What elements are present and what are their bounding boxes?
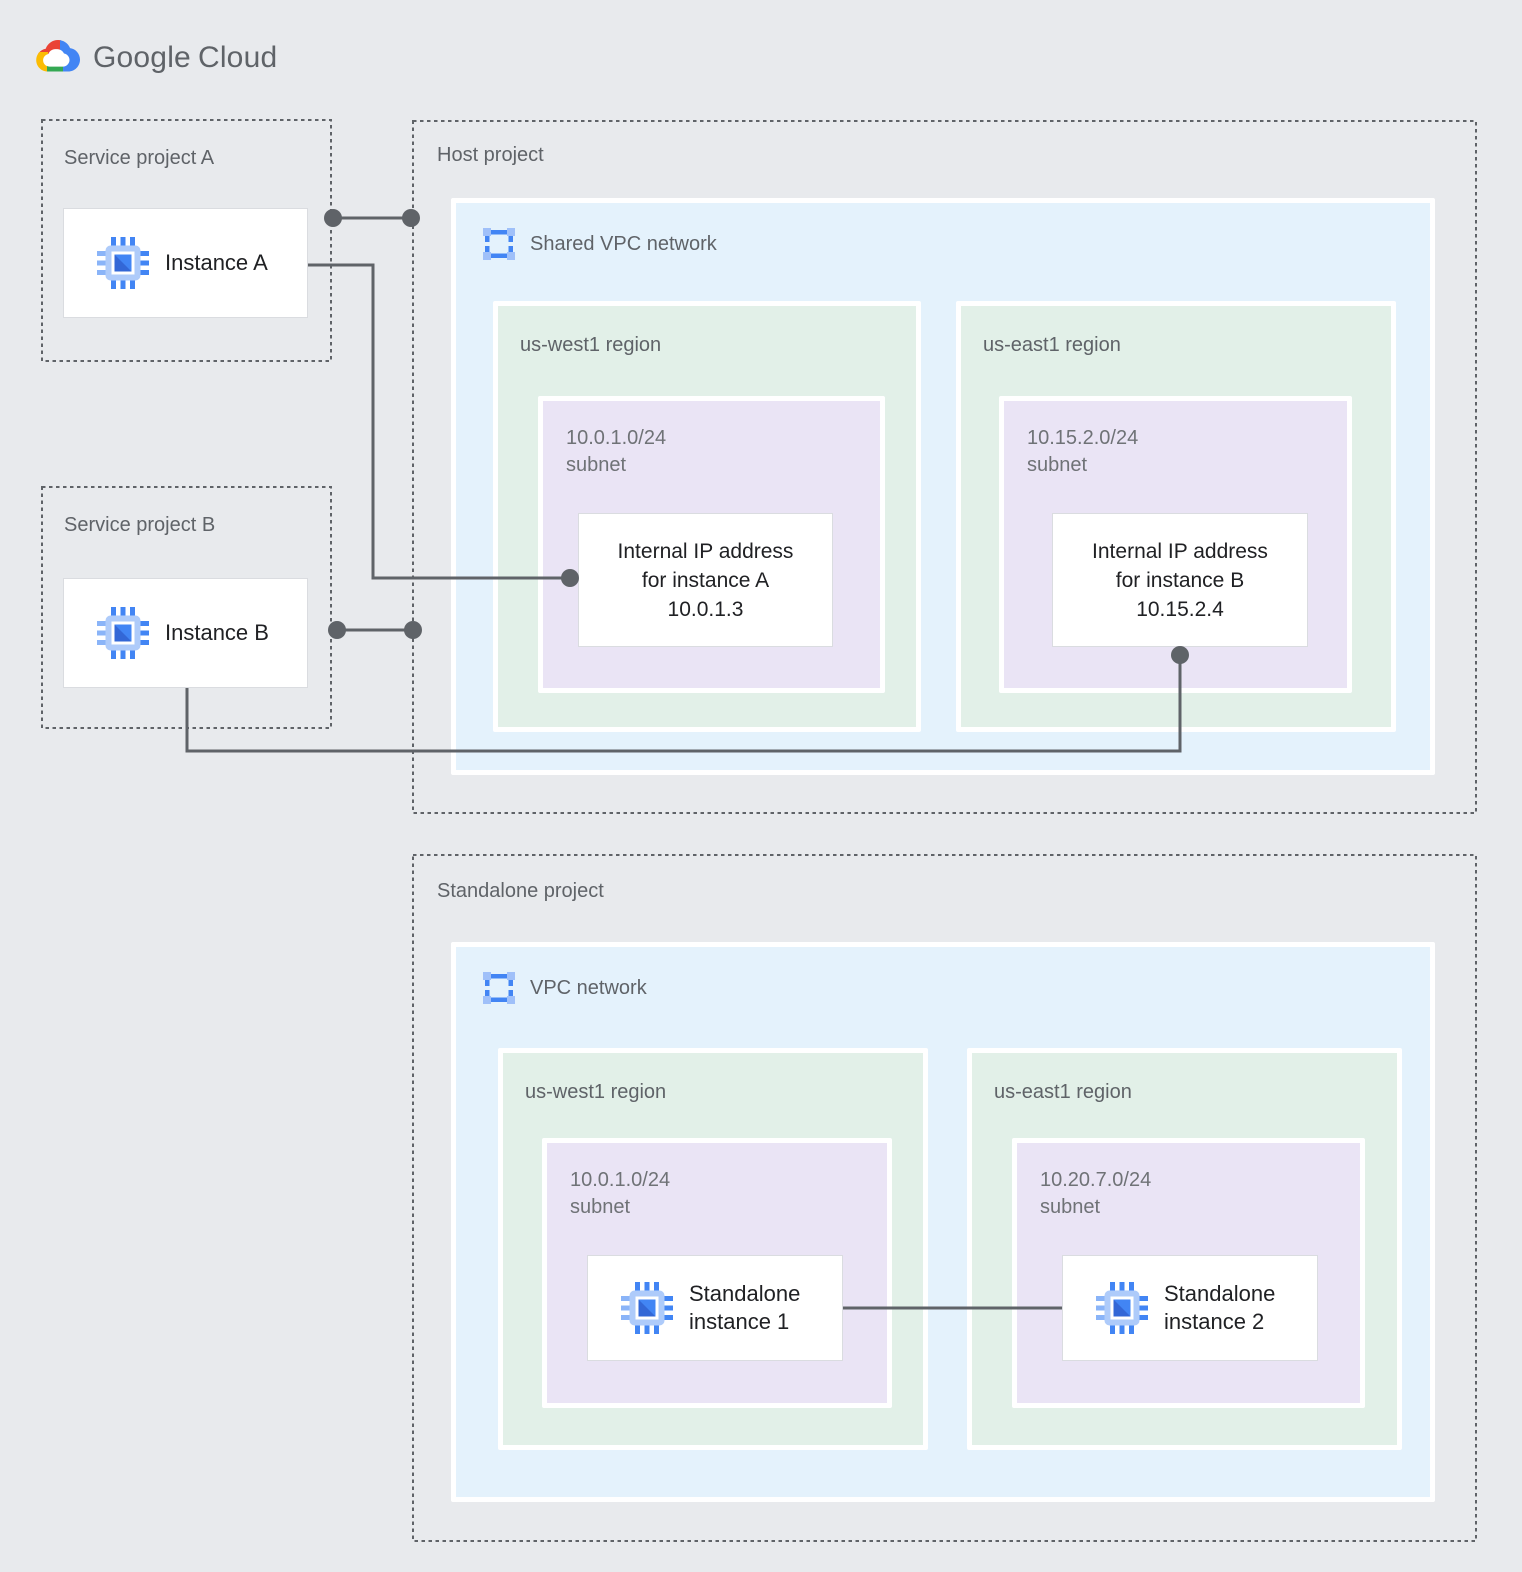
standalone-west-subnet-cidr: 10.0.1.0/24 [570, 1169, 671, 1191]
compute-instance-icon [97, 607, 149, 659]
internal-ip-instance-a-box: Internal IP address for instance A 10.0.… [578, 513, 833, 647]
host-west-subnet-cidr: 10.0.1.0/24 [566, 427, 667, 449]
standalone-east-subnet-label: 10.20.7.0/24 subnet [1040, 1167, 1151, 1221]
standalone-west-subnet-label: 10.0.1.0/24 subnet [570, 1167, 670, 1221]
ip-a-line-2: for instance A [641, 568, 770, 592]
host-east-subnet-label: 10.15.2.0/24 subnet [1027, 425, 1138, 479]
instance-a-label: Instance A [165, 250, 268, 275]
ip-a-line-3: 10.0.1.3 [667, 597, 744, 621]
compute-instance-icon [97, 237, 149, 289]
standalone-instance-2-label: Standalone instance 2 [1164, 1280, 1275, 1336]
service-project-a-label: Service project A [64, 147, 215, 169]
standalone-instance-1-line-2: instance 1 [689, 1309, 790, 1334]
logo-brand: Google [93, 41, 191, 74]
standalone-east-subnet-cidr: 10.20.7.0/24 [1040, 1169, 1152, 1191]
standalone-us-west1-region-label: us-west1 region [525, 1081, 667, 1103]
host-east-subnet-word: subnet [1027, 454, 1088, 476]
instance-a-box: Instance A [63, 208, 308, 318]
host-west-subnet-label: 10.0.1.0/24 subnet [566, 425, 666, 479]
standalone-instance-1-label: Standalone instance 1 [689, 1280, 800, 1336]
shared-vpc-network-header: Shared VPC network [481, 226, 717, 262]
host-us-west1-region-label: us-west1 region [520, 334, 662, 356]
standalone-west-subnet-word: subnet [570, 1196, 631, 1218]
vpc-network-icon [483, 228, 515, 260]
host-project-label: Host project [437, 144, 544, 166]
standalone-vpc-network-label: VPC network [530, 976, 647, 999]
connector-dot [328, 621, 346, 639]
compute-instance-icon [621, 1282, 673, 1334]
standalone-east-subnet-word: subnet [1040, 1196, 1101, 1218]
service-project-b-label: Service project B [64, 514, 216, 536]
ip-b-line-3: 10.15.2.4 [1136, 597, 1224, 621]
connector-dot [402, 209, 420, 227]
standalone-instance-2-box: Standalone instance 2 [1062, 1255, 1318, 1361]
shared-vpc-network-label: Shared VPC network [530, 232, 717, 255]
instance-b-box: Instance B [63, 578, 308, 688]
standalone-instance-1-line-1: Standalone [689, 1281, 801, 1306]
logo-product: Cloud [197, 41, 278, 74]
google-cloud-icon [36, 40, 80, 72]
ip-b-line-1: Internal IP address [1092, 539, 1268, 563]
host-east-subnet-cidr: 10.15.2.0/24 [1027, 427, 1139, 449]
connector-dot [324, 209, 342, 227]
standalone-instance-1-box: Standalone instance 1 [587, 1255, 843, 1361]
ip-a-line-1: Internal IP address [617, 539, 794, 563]
host-us-east1-region-label: us-east1 region [983, 334, 1121, 356]
internal-ip-instance-b-box: Internal IP address for instance B 10.15… [1052, 513, 1308, 647]
standalone-instance-2-line-1: Standalone [1164, 1281, 1276, 1306]
vpc-network-icon [483, 972, 515, 1004]
standalone-us-east1-region-label: us-east1 region [994, 1081, 1132, 1103]
standalone-vpc-network-header: VPC network [481, 970, 647, 1006]
standalone-instance-2-line-2: instance 2 [1164, 1309, 1265, 1334]
connector-dot [404, 621, 422, 639]
instance-b-label: Instance B [165, 620, 269, 645]
host-west-subnet-word: subnet [566, 454, 627, 476]
ip-b-line-2: for instance B [1115, 568, 1245, 592]
compute-instance-icon [1096, 1282, 1148, 1334]
standalone-project-label: Standalone project [437, 880, 604, 902]
